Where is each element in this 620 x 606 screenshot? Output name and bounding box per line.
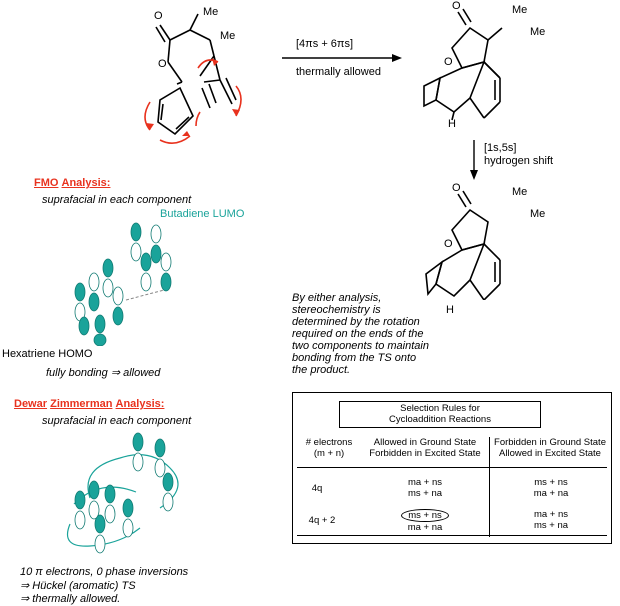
explanation-line: determined by the rotation (292, 316, 420, 328)
table-header-divider (297, 467, 607, 468)
fmo-title: FMO Analysis: (34, 177, 110, 189)
me-label-4: Me (530, 26, 546, 38)
dz-result-3: ⇒ thermally allowed. (20, 593, 121, 605)
row2-forbidden: ma + ns ms + na (533, 509, 569, 531)
arrow-bottom-label: thermally allowed (296, 66, 381, 78)
header-forbidden-ground: Forbidden in Ground State Allowed in Exc… (494, 437, 606, 459)
arrow-top-label: [4πs + 6πs] (296, 38, 354, 50)
shift-label-1: [1s,5s] (484, 142, 517, 154)
lumo-label: Butadiene LUMO (160, 208, 245, 220)
me-label-2: Me (220, 30, 236, 42)
starting-material (155, 13, 237, 136)
dz-title-word1: Dewar (14, 398, 48, 410)
shift-label-2: hydrogen shift (484, 155, 554, 167)
dz-result-1: 10 π electrons, 0 phase inversions (20, 566, 189, 578)
fmo-subtitle: suprafacial in each component (42, 194, 192, 206)
fmo-title-word1: FMO (34, 177, 59, 189)
product2-carbonyl-o: O (452, 182, 461, 194)
product-1 (423, 8, 503, 121)
explanation-line: bonding from the TS onto (292, 352, 417, 364)
ring-o-label: O (158, 58, 167, 70)
explanation-line: two components to maintain (292, 340, 429, 352)
highlighted-rule: ms + ns (401, 509, 449, 522)
me-label-6: Me (530, 208, 546, 220)
homo-label: Hexatriene HOMO (2, 348, 93, 360)
dz-title-word2: Zimmerman (50, 398, 113, 410)
row1-forbidden: ms + ns ma + na (533, 477, 569, 499)
explanation-text: By either analysis, stereochemistry is d… (292, 292, 429, 376)
explanation-line: By either analysis, (292, 292, 382, 304)
row-label-4q: 4q (311, 483, 323, 494)
table-bottom-rule (297, 535, 607, 536)
dz-result-2: ⇒ Hückel (aromatic) TS (20, 580, 136, 592)
fmo-title-word2: Analysis: (61, 177, 111, 189)
me-label-3: Me (512, 4, 528, 16)
product1-ring-o: O (444, 56, 453, 68)
carbonyl-o-label: O (154, 10, 163, 22)
header-electrons: # electrons (m + n) (305, 437, 353, 459)
table-column-divider (489, 437, 490, 537)
product2-ring-o: O (444, 238, 453, 250)
row2-allowed: ms + ns ma + na (373, 509, 477, 533)
fmo-result: fully bonding ⇒ allowed (46, 367, 161, 379)
dz-subtitle: suprafacial in each component (42, 415, 192, 427)
me-label-1: Me (203, 6, 219, 18)
selection-rules-table: Selection Rules for Cycloaddition Reacti… (292, 392, 612, 544)
dz-title-word3: Analysis: (115, 398, 165, 410)
header-allowed-ground: Allowed in Ground State Forbidden in Exc… (369, 437, 481, 459)
table-title: Selection Rules for Cycloaddition Reacti… (339, 401, 541, 428)
row1-allowed: ma + ns ms + na (407, 477, 443, 499)
me-label-5: Me (512, 186, 528, 198)
dz-title: Dewar Zimmerman Analysis: (14, 398, 164, 410)
product1-carbonyl-o: O (452, 0, 461, 12)
product1-h: H (448, 118, 456, 130)
explanation-line: required on the ends of the (292, 328, 424, 340)
reaction-scheme (144, 8, 503, 300)
fmo-orbital-diagram (74, 222, 172, 346)
explanation-line: the product. (292, 364, 351, 376)
explanation-line: stereochemistry is (292, 304, 381, 316)
dz-orbital-diagram (66, 432, 179, 554)
row-label-4q2: 4q + 2 (308, 515, 336, 526)
product2-h: H (446, 304, 454, 316)
product-2 (425, 190, 501, 300)
